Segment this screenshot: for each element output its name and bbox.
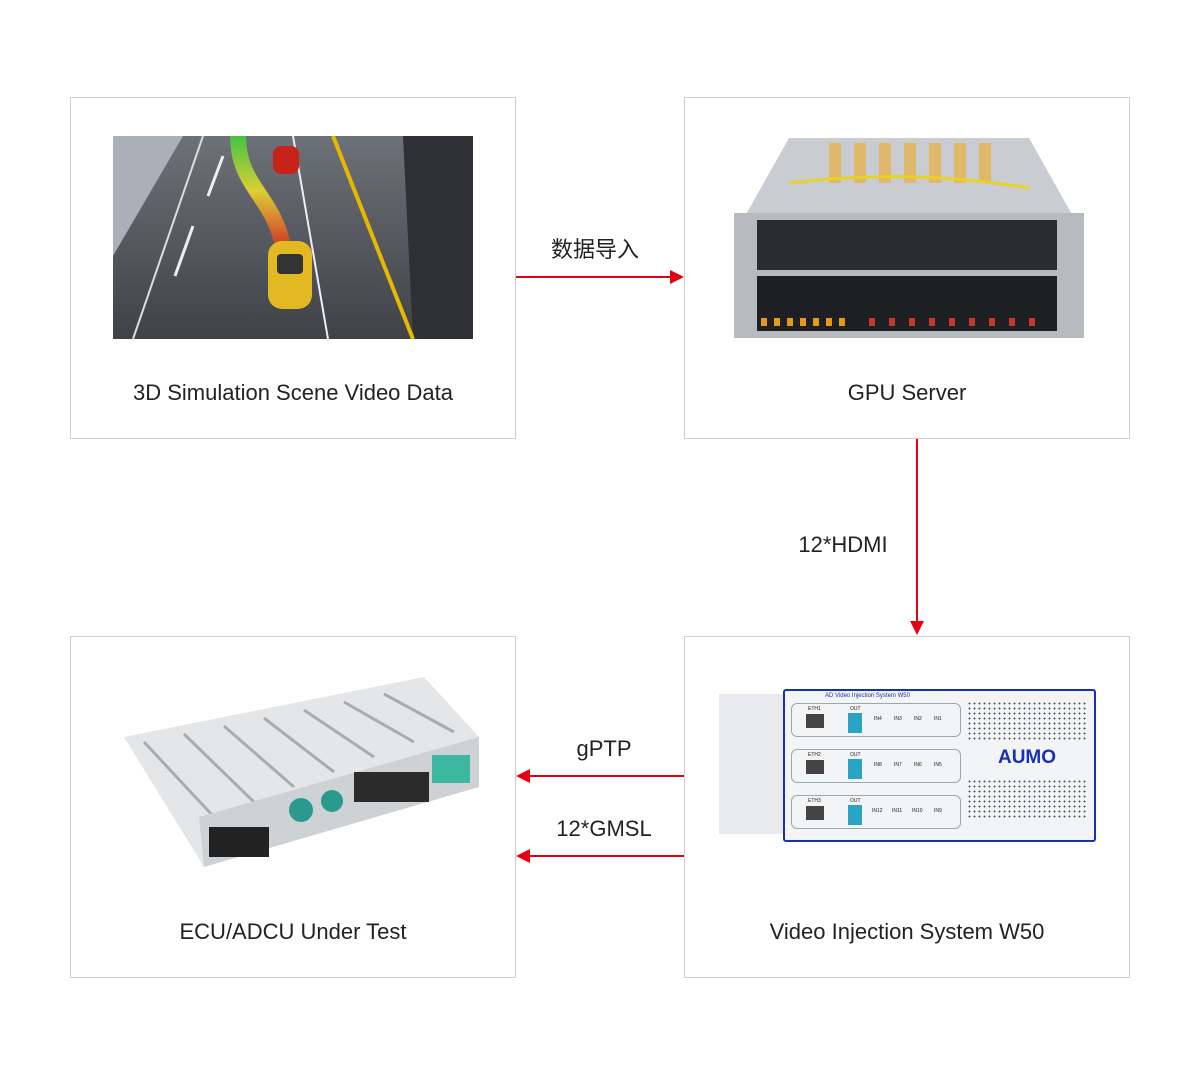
in-label: IN2 xyxy=(914,716,922,722)
label-gptp: gPTP xyxy=(576,736,632,761)
arrowhead-left-icon xyxy=(516,769,530,783)
ecu-caption: ECU/ADCU Under Test xyxy=(179,919,407,944)
device-title: AD Video Injection System W50 xyxy=(825,693,910,699)
arrowhead-right-icon xyxy=(670,270,684,284)
label-hdmi: 12*HDMI xyxy=(798,532,888,557)
out-label: OUT xyxy=(850,798,861,804)
arrow-hdmi xyxy=(916,439,918,623)
in-label: IN11 xyxy=(892,808,903,814)
arrow-gptp xyxy=(528,775,684,777)
in-label: IN5 xyxy=(934,762,942,768)
arrow-gmsl xyxy=(528,855,684,857)
vent-top xyxy=(967,701,1087,741)
in-label: IN6 xyxy=(914,762,922,768)
in-label: IN10 xyxy=(912,808,923,814)
injection-caption: Video Injection System W50 xyxy=(769,919,1045,944)
brand-logo: AUMO xyxy=(997,747,1057,768)
port-row-1: ETH1 OUT IN4 IN3 IN2 IN1 xyxy=(791,703,961,737)
simulation-scene-image xyxy=(113,136,473,339)
gmsl-out-port xyxy=(848,759,862,779)
in-label: IN9 xyxy=(934,808,942,814)
arrow-data-import xyxy=(516,276,672,278)
ethernet-port xyxy=(806,806,824,820)
vent-bottom xyxy=(967,779,1087,819)
ethernet-port xyxy=(806,760,824,774)
eth-label: ETH2 xyxy=(808,752,821,758)
label-data-import: 数据导入 xyxy=(550,237,640,262)
gpu-server-caption: GPU Server xyxy=(847,380,967,405)
in-label: IN3 xyxy=(894,716,902,722)
eth-label: ETH1 xyxy=(808,706,821,712)
arrowhead-down-icon xyxy=(910,621,924,635)
eth-label: ETH3 xyxy=(808,798,821,804)
port-row-3: ETH3 OUT IN12 IN11 IN10 IN9 xyxy=(791,795,961,829)
label-gmsl: 12*GMSL xyxy=(556,816,652,841)
ecu-image xyxy=(124,677,479,867)
node-injection-system: AD Video Injection System W50 ETH1 OUT I… xyxy=(684,636,1130,978)
injection-device-image: AD Video Injection System W50 ETH1 OUT I… xyxy=(719,689,1099,844)
ethernet-port xyxy=(806,714,824,728)
port-rows: ETH1 OUT IN4 IN3 IN2 IN1 ETH2 OUT IN8 IN… xyxy=(791,703,961,829)
in-label: IN7 xyxy=(894,762,902,768)
in-label: IN12 xyxy=(872,808,883,814)
gmsl-out-port xyxy=(848,713,862,733)
node-gpu-server: GPU Server xyxy=(684,97,1130,439)
gmsl-out-port xyxy=(848,805,862,825)
port-row-2: ETH2 OUT IN8 IN7 IN6 IN5 xyxy=(791,749,961,783)
arrowhead-left-icon xyxy=(516,849,530,863)
in-label: IN8 xyxy=(874,762,882,768)
node-ecu: ECU/ADCU Under Test xyxy=(70,636,516,978)
in-label: IN4 xyxy=(874,716,882,722)
simulation-caption: 3D Simulation Scene Video Data xyxy=(132,380,453,405)
in-label: IN1 xyxy=(934,716,942,722)
out-label: OUT xyxy=(850,752,861,758)
node-simulation: 3D Simulation Scene Video Data xyxy=(70,97,516,439)
gpu-server-image xyxy=(734,138,1084,338)
out-label: OUT xyxy=(850,706,861,712)
